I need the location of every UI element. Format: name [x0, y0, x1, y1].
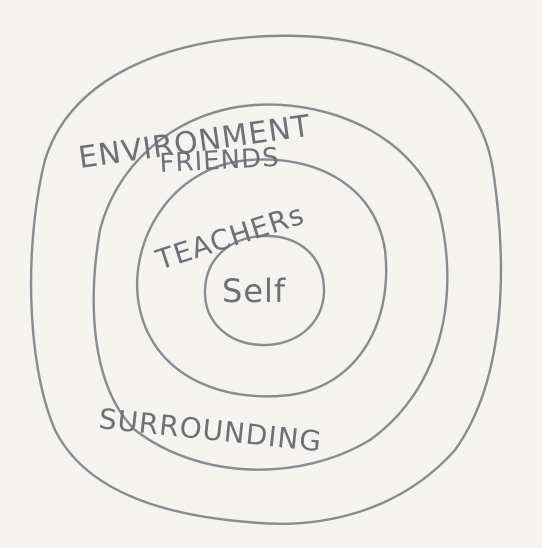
- teachers-ring: [135, 158, 388, 398]
- self-ring: [203, 234, 326, 347]
- outer-ring: [29, 34, 503, 525]
- surrounding-label: SURROUNDING: [97, 402, 323, 458]
- self-label: Self: [222, 272, 286, 310]
- friends-ring: [92, 103, 449, 471]
- friends-label: FRIENDS: [159, 143, 280, 179]
